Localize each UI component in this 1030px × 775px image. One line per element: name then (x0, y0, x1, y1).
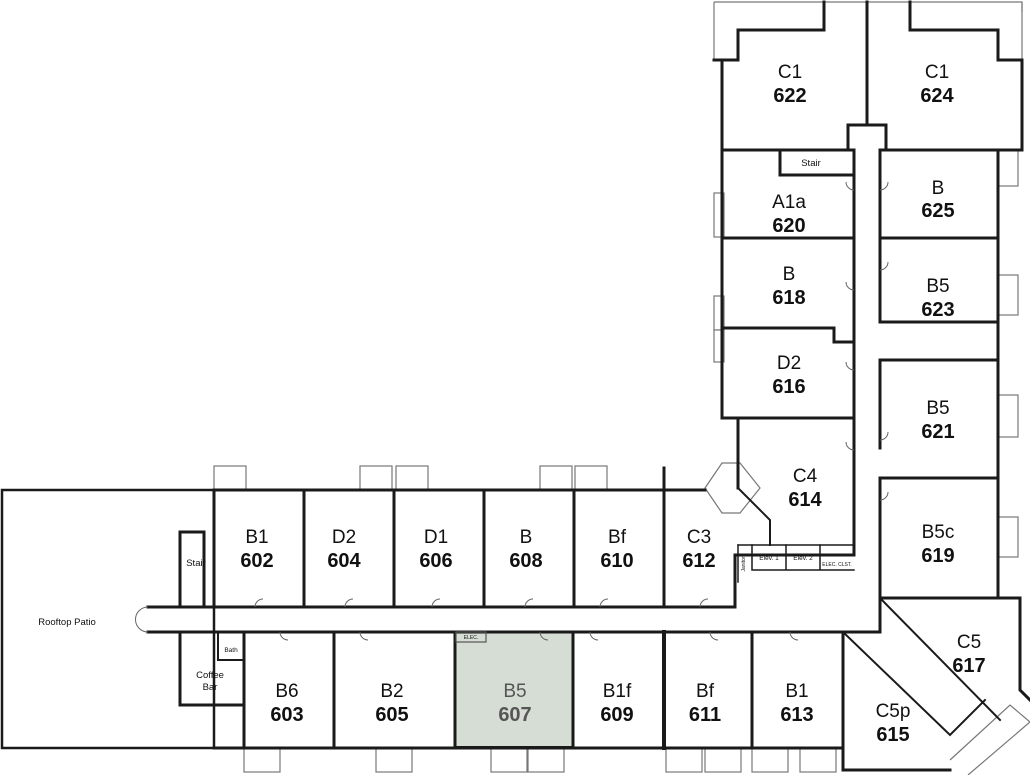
unit-type-label: B1f (603, 681, 632, 702)
unit-number-label: 606 (419, 550, 452, 572)
elec-room (455, 631, 487, 643)
unit-602[interactable]: B1 602 (240, 527, 273, 572)
unit-number-label: 624 (920, 85, 954, 107)
unit-type-label: B2 (380, 681, 403, 702)
unit-number-label: 610 (600, 550, 633, 572)
unit-609[interactable]: B1f 609 (600, 681, 633, 726)
elec-closet-label: ELEC. CLST. (822, 562, 851, 568)
unit-number-label: 619 (921, 545, 954, 567)
unit-number-label: 609 (600, 704, 633, 726)
unit-type-label: B5 (926, 276, 949, 297)
unit-615[interactable]: C5p 615 (876, 701, 911, 746)
unit-607-fill (454, 631, 574, 748)
unit-number-label: 614 (788, 489, 822, 511)
balconies (213, 1, 1030, 775)
unit-type-label: D1 (424, 527, 448, 548)
unit-number-label: 623 (921, 299, 954, 321)
stair-west-label: Stair (186, 558, 206, 569)
bath-label: Bath (224, 647, 238, 654)
elevator-2-label: Elev. 2 (793, 555, 813, 562)
unit-number-label: 620 (772, 215, 805, 237)
unit-624[interactable]: C1 624 (920, 62, 954, 107)
unit-613[interactable]: B1 613 (780, 681, 813, 726)
unit-type-label: C5p (876, 701, 911, 722)
unit-612[interactable]: C3 612 (682, 527, 715, 572)
unit-607-label[interactable]: B5 607 (498, 681, 531, 726)
unit-type-label: B6 (275, 681, 298, 702)
unit-610[interactable]: Bf 610 (600, 527, 633, 572)
unit-number-label: 611 (689, 704, 721, 726)
unit-number-label: 615 (876, 724, 909, 746)
unit-number-label: 617 (952, 655, 985, 677)
unit-number-label: 604 (327, 550, 361, 572)
unit-type-label: B5 (503, 681, 526, 702)
unit-type-label: B5 (926, 398, 949, 419)
unit-number-label: 603 (270, 704, 303, 726)
unit-type-label: B5c (922, 522, 955, 543)
unit-type-label: B (932, 178, 945, 199)
janitor-label: Janitor (741, 556, 747, 571)
unit-604[interactable]: D2 604 (327, 527, 361, 572)
coffee-bar-label-line1: Coffee (196, 670, 224, 681)
unit-number-label: 607 (498, 704, 531, 726)
unit-type-label: C5 (957, 632, 981, 653)
unit-number-label: 622 (773, 85, 806, 107)
unit-614[interactable]: C4 614 (788, 466, 822, 511)
coffee-bar-label-line2: Bar (203, 682, 218, 693)
unit-621[interactable]: B5 621 (921, 398, 954, 443)
unit-type-label: B (783, 264, 796, 285)
unit-type-label: C1 (778, 62, 802, 83)
unit-number-label: 625 (921, 200, 954, 222)
unit-type-label: D2 (777, 353, 801, 374)
unit-606[interactable]: D1 606 (419, 527, 452, 572)
unit-622[interactable]: C1 622 (773, 62, 806, 107)
unit-type-label: D2 (332, 527, 356, 548)
unit-616[interactable]: D2 616 (772, 353, 805, 398)
unit-611[interactable]: Bf 611 (689, 681, 721, 726)
unit-type-label: A1a (772, 192, 806, 213)
unit-type-label: C1 (925, 62, 949, 83)
unit-type-label: B1 (785, 681, 808, 702)
unit-number-label: 605 (375, 704, 408, 726)
stair-north-label: Stair (801, 158, 821, 169)
unit-608[interactable]: B 608 (509, 527, 542, 572)
unit-605[interactable]: B2 605 (375, 681, 408, 726)
unit-type-label: B (520, 527, 533, 548)
unit-620[interactable]: A1a 620 (772, 192, 806, 237)
unit-number-label: 608 (509, 550, 542, 572)
door-swings (135, 181, 889, 641)
unit-number-label: 621 (921, 421, 954, 443)
unit-618[interactable]: B 618 (772, 264, 805, 309)
unit-number-label: 613 (780, 704, 813, 726)
unit-623[interactable]: B5 623 (921, 276, 954, 321)
elec-corridor-label: ELEC. (464, 635, 478, 641)
unit-number-label: 602 (240, 550, 273, 572)
unit-617[interactable]: C5 617 (952, 632, 985, 677)
unit-type-label: B1 (245, 527, 268, 548)
unit-number-label: 616 (772, 376, 805, 398)
unit-625[interactable]: B 625 (921, 178, 954, 222)
unit-type-label: Bf (608, 527, 627, 548)
unit-number-label: 612 (682, 550, 715, 572)
unit-607[interactable] (454, 631, 574, 748)
elevator-1-label: Elev. 1 (759, 555, 779, 562)
unit-number-label: 618 (772, 287, 805, 309)
unit-619[interactable]: B5c 619 (921, 522, 954, 567)
rooftop-patio-label: Rooftop Patio (38, 617, 96, 628)
unit-type-label: C3 (687, 527, 711, 548)
unit-type-label: C4 (793, 466, 818, 487)
unit-603[interactable]: B6 603 (270, 681, 303, 726)
unit-type-label: Bf (696, 681, 715, 702)
